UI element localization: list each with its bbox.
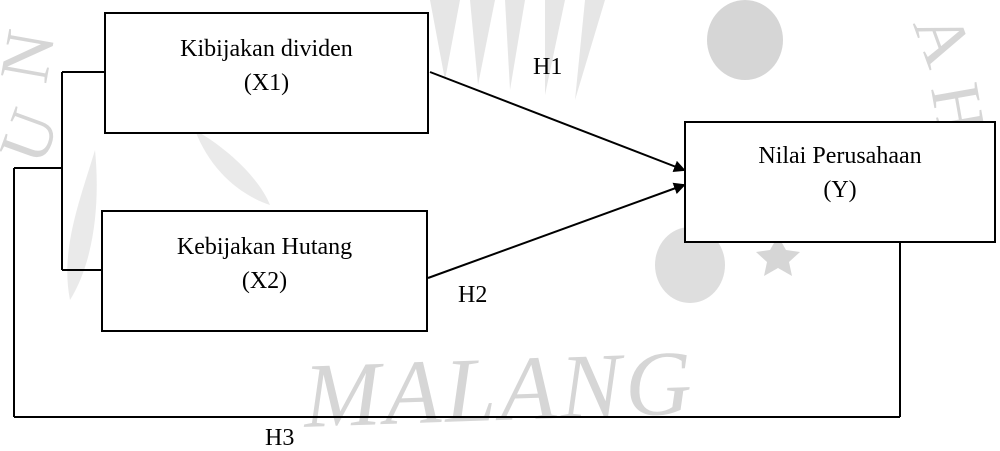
node-x2: Kebijakan Hutang (X2): [101, 210, 428, 332]
node-x2-name: Kebijakan Hutang: [176, 234, 353, 260]
arrow-h1: [429, 71, 686, 172]
node-y-code: (Y): [823, 177, 857, 203]
node-y-name: Nilai Perusahaan: [758, 143, 922, 169]
hypothesis-label-h2: H2: [458, 282, 488, 308]
node-x2-code: (X2): [241, 268, 288, 294]
hypothesis-label-h1: H1: [533, 54, 563, 80]
node-x1-name: Kibijakan dividen: [180, 36, 353, 62]
node-y: Nilai Perusahaan (Y): [684, 121, 996, 243]
node-x1-code: (X1): [243, 70, 290, 96]
arrow-h2: [427, 182, 686, 279]
hypothesis-label-h3: H3: [265, 425, 295, 451]
node-x1: Kibijakan dividen (X1): [104, 12, 429, 134]
